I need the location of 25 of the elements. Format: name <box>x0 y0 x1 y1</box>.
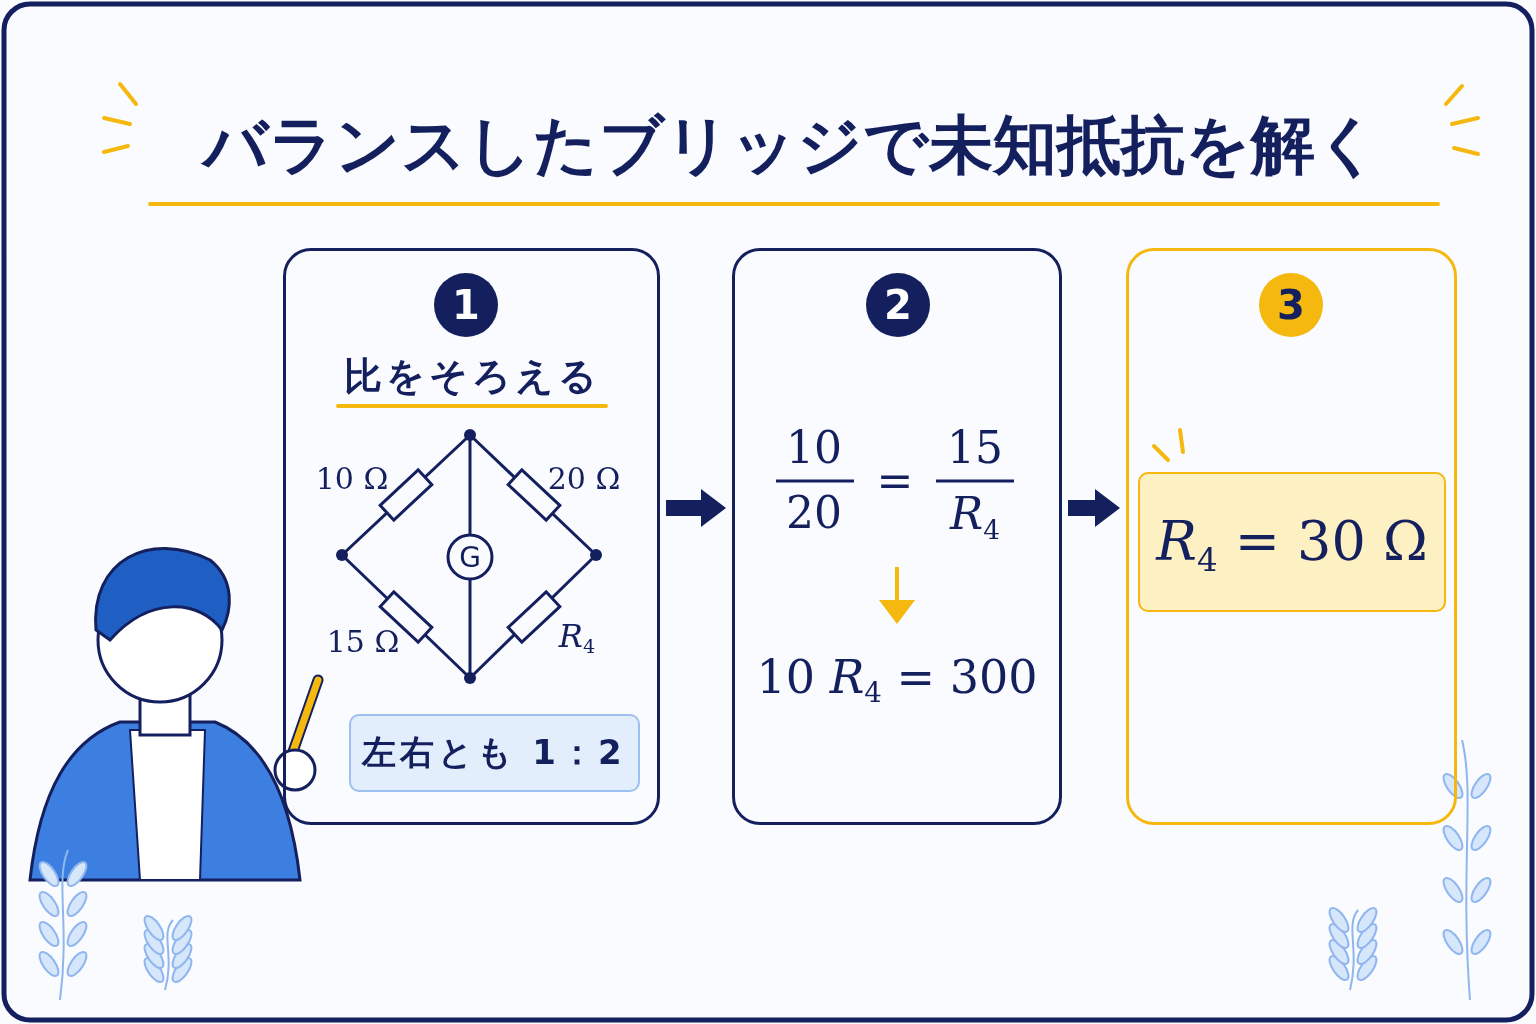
result-box <box>1138 472 1446 612</box>
equals-sign: = <box>876 456 914 506</box>
resistance-label: 20 Ω <box>547 461 621 495</box>
denominator: 20 <box>786 488 842 538</box>
arrow <box>1068 489 1120 527</box>
step-card <box>283 248 660 825</box>
galvanometer-label: G <box>459 542 481 574</box>
step-number: 3 <box>1277 283 1305 327</box>
step-card <box>732 248 1062 825</box>
step-number: 1 <box>452 283 480 327</box>
arrow <box>666 489 726 527</box>
hint-box <box>349 714 640 792</box>
result-equation: R$_{4}$ = 30 Ω <box>1156 511 1428 579</box>
resistance-label: R$_{4}$ <box>558 618 596 658</box>
numerator: 15 <box>947 423 1003 473</box>
numerator: 10 <box>786 423 842 473</box>
resistance-label: 15 Ω <box>326 624 400 658</box>
heading: 比をそろえる <box>343 356 601 398</box>
equation: 10 R$_{4}$ = 300 <box>756 651 1038 709</box>
title: バランスしたブリッジで未知抵抗を解く <box>203 109 1381 181</box>
hint-text: 左右とも 1：2 <box>362 734 626 772</box>
step-number: 2 <box>884 283 912 327</box>
denominator: R$_{4}$ <box>950 490 1000 544</box>
resistance-label: 10 Ω <box>315 461 389 495</box>
step-card <box>1126 248 1457 825</box>
